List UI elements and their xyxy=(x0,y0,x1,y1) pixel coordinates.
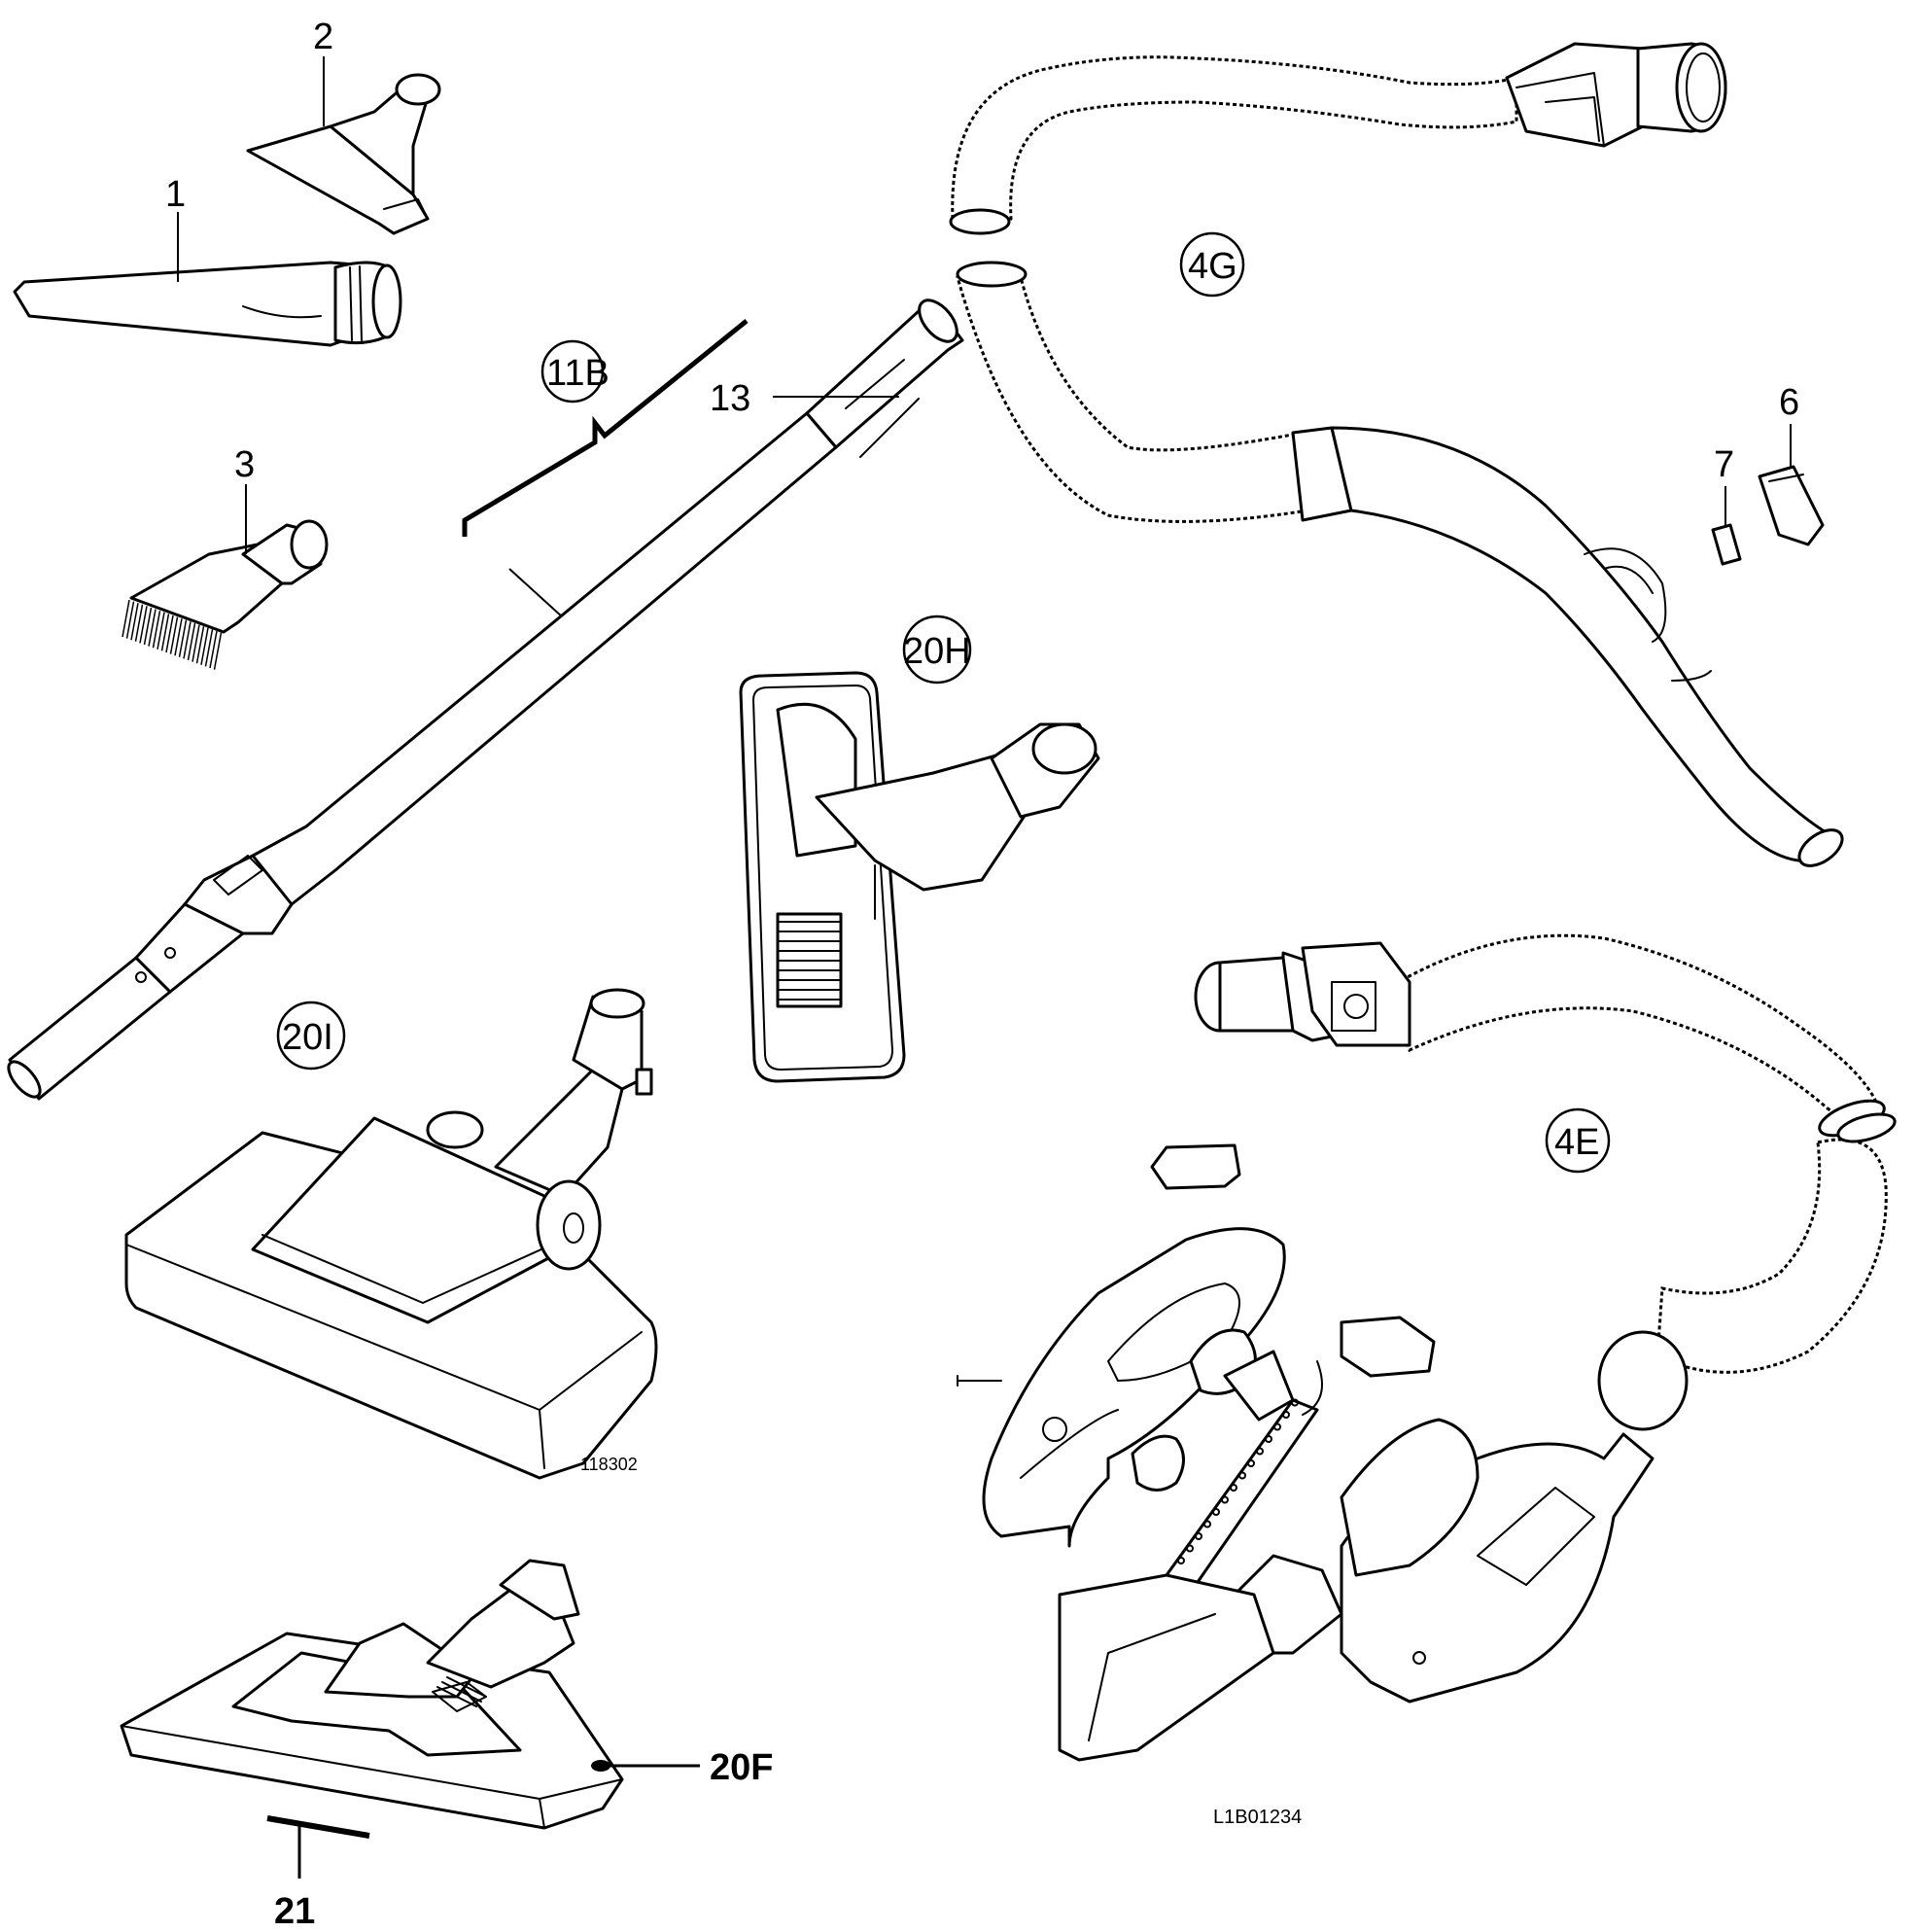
brush-bristle xyxy=(134,604,144,642)
hose-4e xyxy=(957,933,1897,1762)
brush-bristle xyxy=(152,611,161,649)
board-component xyxy=(1186,1544,1194,1553)
brush-bristle xyxy=(200,627,209,665)
board-component xyxy=(1247,1459,1255,1467)
board-component xyxy=(1256,1447,1264,1456)
brush-bristle xyxy=(204,629,214,667)
board-component xyxy=(1273,1423,1281,1431)
dusting-brush xyxy=(122,519,329,670)
label-4e: 4E xyxy=(1554,1122,1599,1163)
telescopic-tube xyxy=(7,299,964,1101)
label-20f: 20F xyxy=(710,1747,773,1788)
board-component xyxy=(1230,1484,1237,1492)
board-component xyxy=(1265,1435,1272,1443)
part-7 xyxy=(1711,523,1742,566)
label-20i: 20I xyxy=(282,1017,333,1058)
drawing-ref-code: L1B01234 xyxy=(1213,1807,1302,1828)
brush-bristle xyxy=(148,609,157,647)
label-3: 3 xyxy=(234,444,255,485)
floor-nozzle xyxy=(124,988,658,1480)
board-component xyxy=(1195,1532,1202,1540)
part-6 xyxy=(1758,465,1825,546)
board-component xyxy=(1221,1495,1229,1504)
tag-4e xyxy=(1545,1107,1611,1174)
parquet-nozzle xyxy=(739,671,1100,1083)
tag-20h xyxy=(902,615,972,685)
label-1: 1 xyxy=(165,174,186,215)
board-component xyxy=(1177,1557,1185,1564)
label-13: 13 xyxy=(710,378,750,419)
brush-bristle xyxy=(178,619,188,657)
board-component xyxy=(1238,1471,1246,1480)
brush-bristle xyxy=(187,622,196,661)
brush-bristle xyxy=(125,601,135,639)
label-7: 7 xyxy=(1714,444,1734,485)
hose-4g xyxy=(949,42,1844,867)
label-2: 2 xyxy=(313,17,333,57)
brush-bristle xyxy=(174,618,183,656)
board-component xyxy=(1291,1398,1299,1407)
brush-bristle xyxy=(165,615,174,653)
label-20h: 20H xyxy=(903,631,971,672)
brush-bristle xyxy=(130,603,139,641)
tag-4g xyxy=(1179,231,1245,298)
label-6: 6 xyxy=(1779,382,1799,423)
brush-bristle xyxy=(122,599,130,638)
brush-bristle xyxy=(213,632,223,670)
brush-bristle xyxy=(183,621,192,659)
label-4g: 4G xyxy=(1188,246,1237,287)
brush-bristle xyxy=(143,607,153,646)
board-component xyxy=(1282,1411,1290,1419)
svg-text:11B: 11B xyxy=(546,353,610,394)
brush-bristle xyxy=(157,612,165,650)
brush-bristle xyxy=(195,626,205,664)
brush-bristle xyxy=(209,630,218,669)
strip-21 xyxy=(266,1815,370,1839)
brush-bristle xyxy=(160,614,170,651)
brush-bristle xyxy=(192,624,200,662)
tag-20i xyxy=(276,1001,346,1071)
nozzle-ref-code: 118302 xyxy=(580,1455,638,1474)
label-21: 21 xyxy=(274,1891,315,1932)
board-component xyxy=(1203,1520,1211,1528)
brush-bristle xyxy=(139,606,148,644)
brush-bristle xyxy=(169,616,179,654)
combination-nozzle xyxy=(120,1559,624,1830)
upholstery-nozzle xyxy=(246,73,441,235)
crevice-tool xyxy=(13,261,402,347)
board-component xyxy=(1212,1508,1220,1516)
